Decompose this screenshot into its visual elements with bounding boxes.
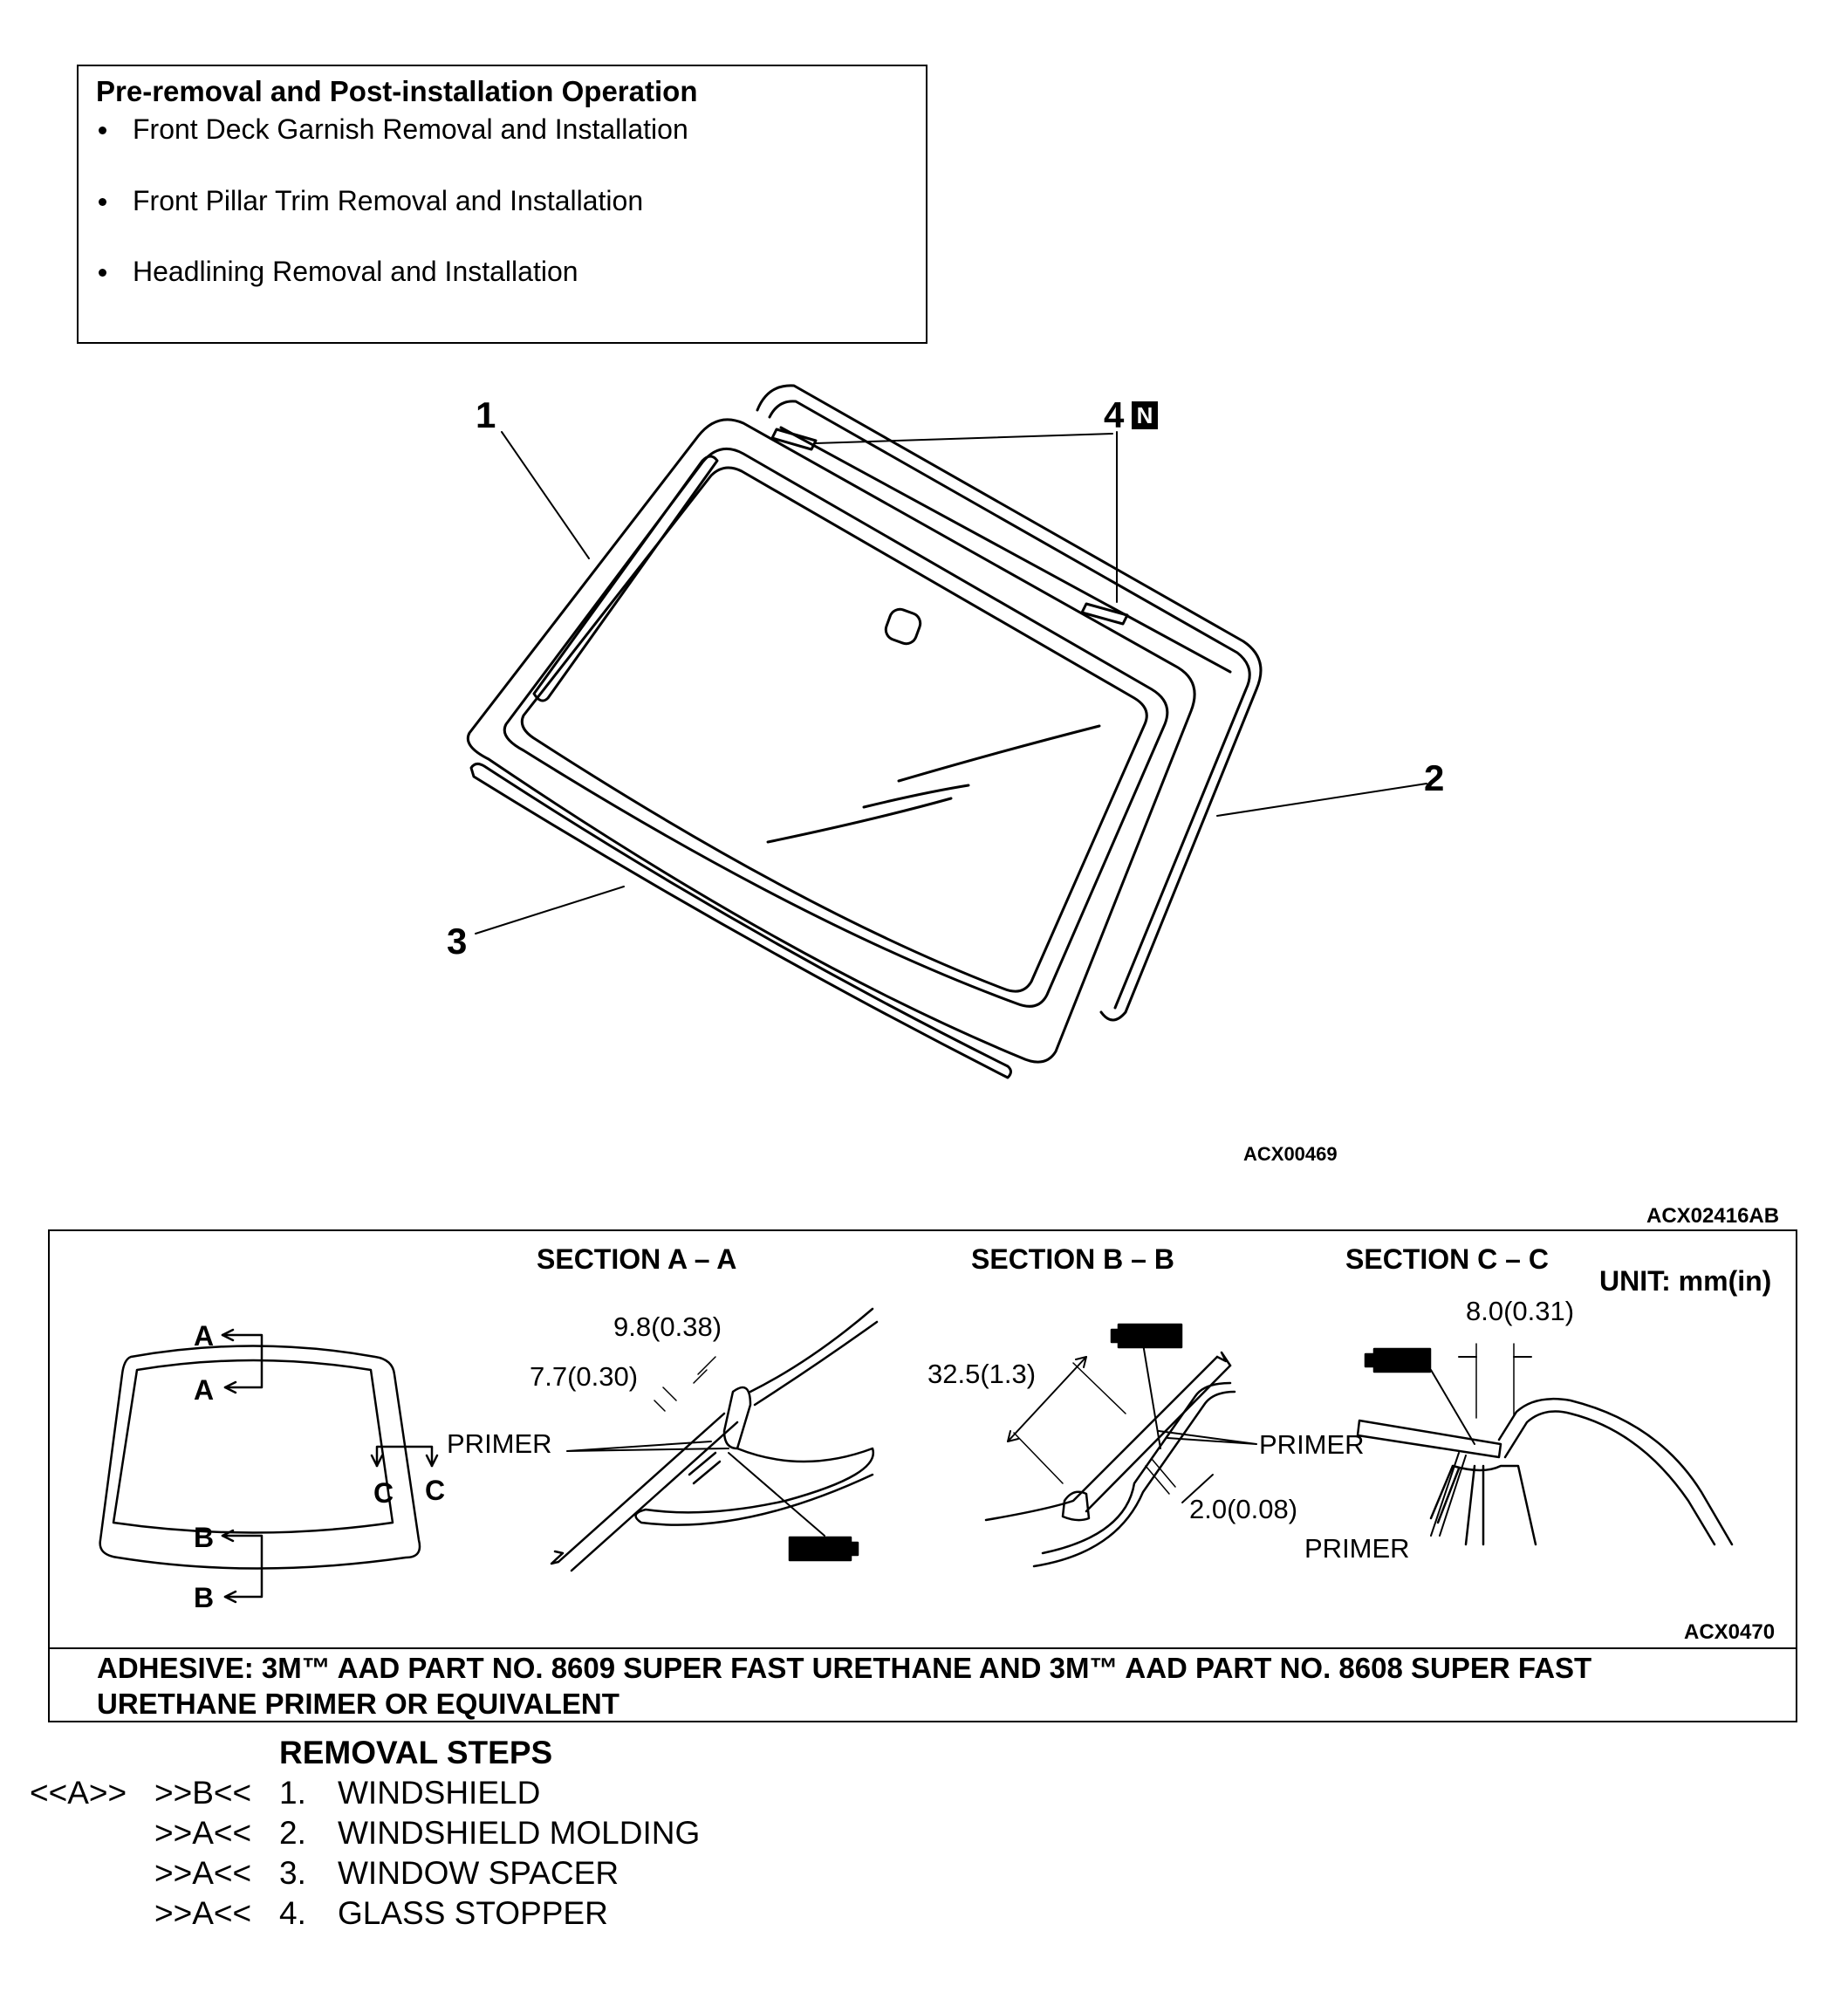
removal-steps-title: REMOVAL STEPS	[279, 1735, 553, 1770]
pre-item-2: Front Pillar Trim Removal and Installati…	[133, 185, 644, 216]
marker-a-bottom: A	[194, 1374, 215, 1406]
marker-b-top: B	[194, 1522, 215, 1553]
bullet-icon	[99, 127, 106, 134]
step-4-label: GLASS STOPPER	[338, 1895, 608, 1931]
step-4-removal-ref: >>A<<	[154, 1895, 252, 1931]
figure-code-exploded: ACX00469	[1243, 1143, 1338, 1165]
step-1-install-ref: <<A>>	[30, 1775, 127, 1811]
unit-label: UNIT: mm(in)	[1599, 1265, 1772, 1297]
section-b-dim-2: 2.0(0.08)	[1189, 1494, 1298, 1524]
section-b-primer: PRIMER	[1259, 1429, 1365, 1460]
section-c-title: SECTION C – C	[1345, 1243, 1549, 1275]
section-a-dim-1: 9.8(0.38)	[613, 1311, 722, 1342]
section-a-dim-2: 7.7(0.30)	[530, 1361, 639, 1392]
figure-code-sections-top: ACX02416AB	[1646, 1204, 1780, 1228]
step-1-removal-ref: >>B<<	[154, 1775, 252, 1811]
step-2-removal-ref: >>A<<	[154, 1815, 252, 1851]
figure-code-sections-bottom: ACX0470	[1684, 1620, 1776, 1644]
sections-divider	[48, 1647, 1797, 1649]
step-3-num: 3.	[279, 1855, 306, 1891]
section-b-dim-1: 32.5(1.3)	[927, 1359, 1037, 1389]
step-3-label: WINDOW SPACER	[338, 1855, 619, 1891]
new-part-badge-label: N	[1136, 402, 1153, 428]
adhesive-note-line-2: URETHANE PRIMER OR EQUIVALENT	[97, 1688, 619, 1720]
marker-c-right: C	[425, 1475, 446, 1506]
step-1-label: WINDSHIELD	[338, 1775, 541, 1811]
marker-c-left: C	[373, 1477, 394, 1509]
pre-item-3: Headlining Removal and Installation	[133, 256, 578, 287]
new-part-badge: N	[1132, 401, 1158, 429]
pre-removal-title: Pre-removal and Post-installation Operat…	[96, 75, 698, 107]
callout-2: 2	[1424, 757, 1445, 798]
pre-item-1: Front Deck Garnish Removal and Installat…	[133, 113, 688, 145]
bullet-icon	[99, 198, 106, 206]
sections-panel	[48, 1229, 1797, 1722]
marker-a-top: A	[194, 1320, 215, 1352]
section-c-primer: PRIMER	[1304, 1533, 1410, 1564]
step-1-num: 1.	[279, 1775, 306, 1811]
callout-3: 3	[447, 921, 468, 962]
step-4-num: 4.	[279, 1895, 306, 1931]
marker-b-bottom: B	[194, 1582, 215, 1613]
callout-4: 4	[1104, 394, 1125, 435]
adhesive-note-line-1: ADHESIVE: 3M™ AAD PART NO. 8609 SUPER FA…	[97, 1652, 1592, 1684]
section-a-primer: PRIMER	[447, 1428, 552, 1459]
bullet-icon	[99, 269, 106, 277]
step-2-label: WINDSHIELD MOLDING	[338, 1815, 701, 1851]
step-3-removal-ref: >>A<<	[154, 1855, 252, 1891]
pre-removal-box	[77, 65, 927, 344]
section-a-title: SECTION A – A	[537, 1243, 737, 1275]
step-2-num: 2.	[279, 1815, 306, 1851]
section-c-dim-1: 8.0(0.31)	[1466, 1296, 1575, 1326]
callout-1: 1	[476, 394, 496, 435]
section-b-title: SECTION B – B	[971, 1243, 1174, 1275]
